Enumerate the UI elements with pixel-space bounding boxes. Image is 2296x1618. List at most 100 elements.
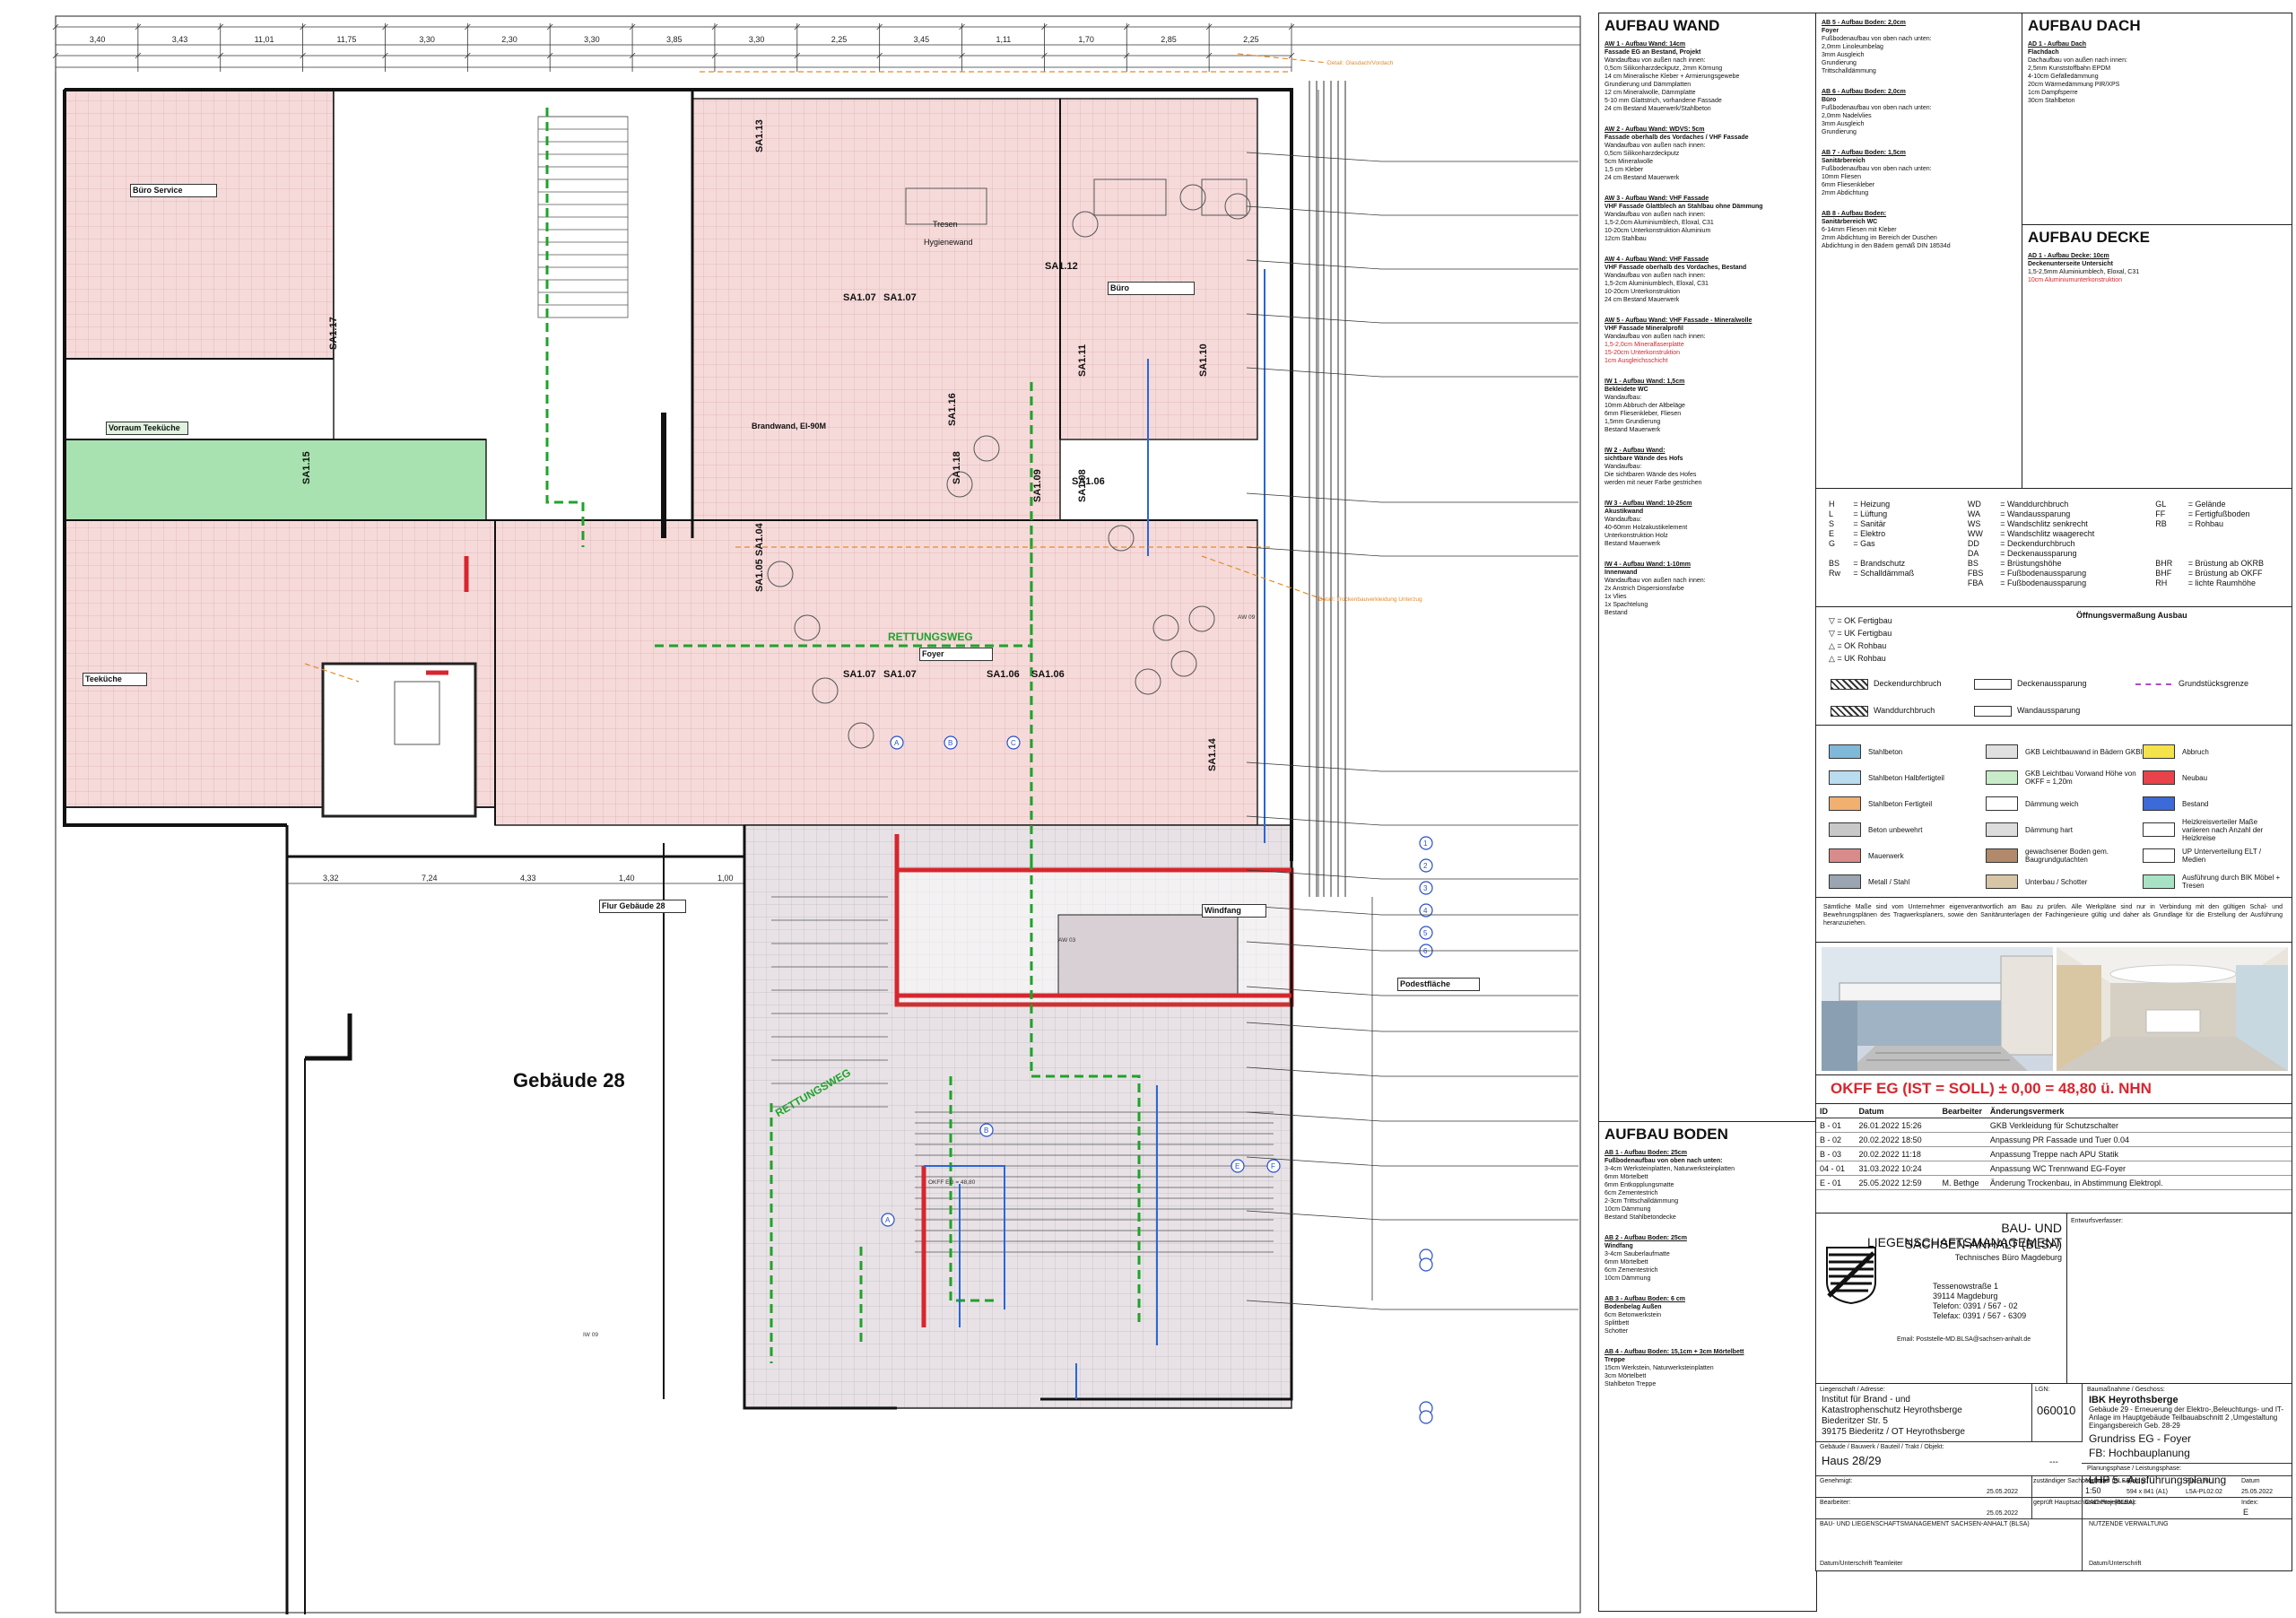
office-line3: Technisches Büro Magdeburg — [1954, 1253, 2062, 1262]
room-table-title: Podestfläche — [1400, 979, 1451, 988]
section-head: IW 3 - Aufbau Wand: 10-25cm — [1605, 500, 1692, 507]
section-line: Bestand Stahlbetondecke — [1605, 1214, 1676, 1221]
panel-renderings — [1815, 942, 2292, 1076]
section-line: 1cm Ausgleichsschicht — [1605, 358, 1668, 364]
symbol-item: △ = OK Rohbau — [1829, 641, 1887, 650]
room-code: SA1.07 — [883, 292, 917, 303]
svg-text:A: A — [894, 739, 900, 747]
section-line: 30cm Stahlbeton — [2028, 98, 2075, 104]
phase-label: Planungsphase / Leistungsphase: — [2087, 1466, 2182, 1472]
section-sub: VHF Fassade Mineralprofil — [1605, 326, 1683, 332]
section-line: 6-14mm Fliesen mit Kleber — [1822, 227, 1897, 233]
section-line: Fußbodenaufbau von oben nach unten: — [1822, 105, 1932, 111]
lgn-label: LGN: — [2035, 1387, 2050, 1393]
section-head: AB 7 - Aufbau Boden: 1,5cm — [1822, 150, 1906, 156]
material-swatch — [2143, 848, 2175, 863]
svg-text:5: 5 — [1423, 929, 1428, 937]
section-sub: Bodenbelag Außen — [1605, 1304, 1662, 1310]
section-line: 6mm Mörtelbett — [1605, 1259, 1648, 1266]
section-head: AW 4 - Aufbau Wand: VHF Fassade — [1605, 257, 1709, 263]
material-swatch — [2143, 796, 2175, 811]
new-walls — [426, 556, 1292, 1327]
room-code: SA1.07 — [843, 669, 876, 680]
blatt-value: 594 x 841 (A1) — [2126, 1489, 2168, 1495]
material-legend-item: GKB Leichtbauwand in Bädern GKBI — [1986, 742, 2143, 761]
svg-text:3: 3 — [1423, 884, 1428, 892]
section-line: Wandaufbau: — [1605, 464, 1642, 470]
dimension-text: 11,01 — [255, 35, 274, 44]
section-sub: Innenwand — [1605, 570, 1638, 576]
room-code: SA1.05 — [754, 559, 765, 592]
section-sub: Deckenunterseite Untersicht — [2028, 261, 2113, 267]
dimension-text: 2,30 — [501, 35, 517, 44]
symbol-item: Wandaussparung — [1974, 706, 2080, 717]
panel-project: Liegenschaft / Adresse: Institut für Bra… — [1815, 1383, 2292, 1571]
dimension-text: 2,25 — [1243, 35, 1259, 44]
dimension-text-bottom: 4,33 — [520, 874, 536, 883]
client-line: Biederitzer Str. 5 — [1822, 1416, 1888, 1426]
section-head: AB 2 - Aufbau Boden: 25cm — [1605, 1235, 1687, 1241]
room-code: SA1.13 — [754, 119, 765, 152]
dimension-text: 11,75 — [337, 35, 357, 44]
section-line: 1,5-2,5mm Aluminiumblech, Eloxal, C31 — [2028, 269, 2140, 275]
room-code: SA1.12 — [1045, 261, 1078, 272]
section-line: Wandaufbau: — [1605, 395, 1642, 401]
section-line: Fußbodenaufbau von oben nach unten: — [1822, 166, 1932, 172]
material-swatch — [2143, 744, 2175, 759]
bearb-date: 25.05.2022 — [1987, 1510, 2019, 1517]
section-line: 40-60mm Holzakustikelement — [1605, 525, 1688, 531]
material-legend-item: Mauerwerk — [1829, 846, 1986, 866]
section-line: Dachaufbau von außen nach innen: — [2028, 57, 2127, 64]
section-head: AW 3 - Aufbau Wand: VHF Fassade — [1605, 196, 1709, 202]
bearb-label: Bearbeiter: — [1820, 1500, 1851, 1506]
section-line: 3mm Ausgleich — [1822, 121, 1865, 127]
room-table-vorraum: Vorraum Teeküche — [106, 422, 188, 435]
section-line: 4-10cm Gefälledämmung — [2028, 74, 2099, 80]
datum-label: Datum — [2241, 1478, 2260, 1484]
footer-left: BAU- UND LIEGENSCHAFTSMANAGEMENT SACHSEN… — [1820, 1521, 2030, 1527]
svg-text:F: F — [1271, 1162, 1275, 1170]
section-line: 6mm Entkopplungsmatte — [1605, 1182, 1674, 1188]
openings-title: Öffnungsvermaßung Ausbau — [2076, 611, 2187, 620]
client-label: Liegenschaft / Adresse: — [1820, 1387, 1885, 1393]
section-line: 10cm Dämmung — [1605, 1275, 1651, 1282]
room-table-foyer: Foyer — [919, 648, 993, 661]
symbol-item: Grundstücksgrenze — [2135, 679, 2248, 689]
dimension-text-bottom: 3,32 — [323, 874, 339, 883]
panel-title: AUFBAU DACH — [2028, 17, 2141, 34]
material-swatch — [1986, 848, 2018, 863]
material-legend-item: Unterbau / Schotter — [1986, 872, 2143, 892]
material-swatch — [1986, 770, 2018, 785]
office-address-line: Tessenowstraße 1 — [1933, 1282, 1999, 1291]
section-line: 10cm Aluminiumunterkonstruktion — [2028, 277, 2123, 283]
material-legend-item: Stahlbeton Fertigteil — [1829, 794, 1986, 813]
panel-entwurf: Entwurfsverfasser: — [2066, 1213, 2292, 1385]
section-line: Schotter — [1605, 1328, 1629, 1335]
office-address-line: Telefax: 0391 / 567 - 6309 — [1933, 1311, 2027, 1320]
aufbau-section: AB 4 - Aufbau Boden: 15,1cm + 3cm Mörtel… — [1605, 1348, 1813, 1388]
section-head: AW 1 - Aufbau Wand: 14cm — [1605, 41, 1686, 48]
section-sub: Büro — [1822, 97, 1837, 103]
material-legend-item: Heizkreisverteiler Maße variieren nach A… — [2143, 818, 2286, 842]
panel-okff: OKFF EG (IST = SOLL) ± 0,00 = 48,80 ü. N… — [1815, 1074, 2292, 1105]
general-note: Sämtliche Maße sind vom Unternehmer eige… — [1823, 904, 2283, 926]
section-line: 3-4cm Sauberlaufmatte — [1605, 1251, 1670, 1257]
symbol-item: △ = UK Rohbau — [1829, 654, 1886, 663]
panel-office: BAU- UND LIEGENSCHAFTSMANAGEMENT SACHSEN… — [1815, 1213, 2068, 1385]
section-sub: sichtbare Wände des Hofs — [1605, 456, 1683, 462]
svg-text:4: 4 — [1423, 907, 1428, 915]
section-line: Wandaufbau von außen nach innen: — [1605, 578, 1706, 584]
section-line: 3mm Ausgleich — [1822, 52, 1865, 58]
room-code: SA1.18 — [952, 451, 962, 484]
section-sub: Sanitärbereich — [1822, 158, 1866, 164]
room-table-flur: Flur Gebäude 28 — [599, 900, 686, 913]
section-head: AW 2 - Aufbau Wand: WDVS: 5cm — [1605, 126, 1705, 133]
aufbau-section: IW 2 - Aufbau Wand:sichtbare Wände des H… — [1605, 447, 1813, 487]
